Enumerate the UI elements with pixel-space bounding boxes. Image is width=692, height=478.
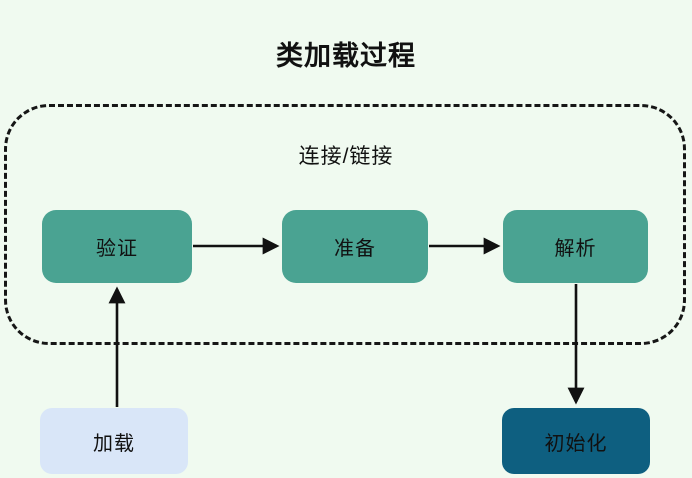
node-verify: 验证 [42,210,192,283]
linking-group-label: 连接/链接 [298,145,394,168]
node-verify-label: 验证 [96,238,138,260]
linking-group-dashed-box [4,104,686,345]
node-resolve: 解析 [503,210,648,283]
node-resolve-label: 解析 [554,238,597,260]
node-initialize: 初始化 [502,408,650,474]
node-prepare: 准备 [282,210,428,283]
diagram-title: 类加载过程 [276,41,416,71]
node-prepare-label: 准备 [334,238,376,260]
node-load: 加载 [40,408,188,474]
node-load-label: 加载 [93,432,135,455]
node-initialize-label: 初始化 [544,432,608,455]
